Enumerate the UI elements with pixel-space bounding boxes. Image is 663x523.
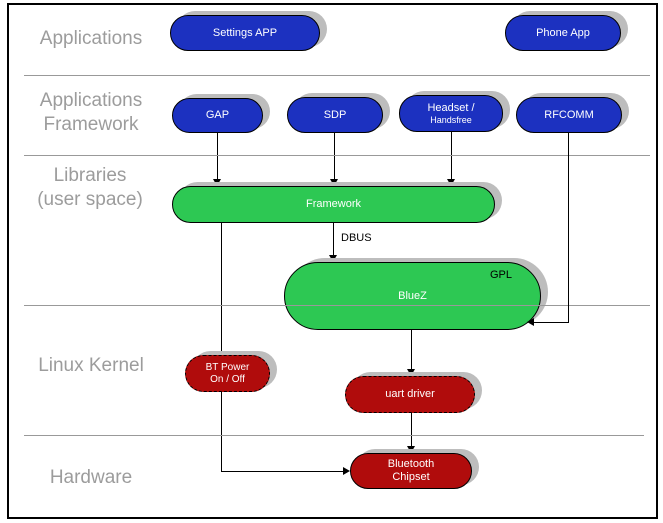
arrow-sdp-framework-head	[330, 179, 338, 186]
layer-label-text: Hardware	[49, 467, 133, 488]
node-label: Handsfree	[430, 114, 472, 125]
node-label: GAP	[205, 109, 230, 121]
node-label: Headset /	[427, 101, 475, 114]
node-rfcomm: RFCOMM	[516, 97, 622, 133]
node-uart-driver: uart driver	[345, 376, 475, 413]
arrow-rfcomm-bluez-head	[527, 318, 534, 326]
arrow-bluez-uart-line	[411, 330, 412, 369]
layer-label-text: (user space)	[37, 189, 143, 210]
layer-label-text: Framework	[43, 114, 139, 135]
diagram-border	[7, 3, 658, 519]
arrow-framework-chipset-head	[343, 467, 350, 475]
arrow-rfcomm-bluez-hline	[533, 322, 569, 323]
layer-label-applications-framework: Applications Framework	[15, 89, 167, 137]
node-label: Chipset	[392, 471, 430, 483]
layer-label-text: Applications	[39, 90, 143, 111]
arrow-framework-chipset-vline	[221, 223, 222, 471]
layer-label-applications: Applications	[15, 27, 167, 51]
layer-label-libraries-user-space: Libraries (user space)	[5, 164, 175, 212]
arrow-sdp-framework-line	[334, 133, 335, 179]
node-label: RFCOMM	[544, 108, 594, 121]
node-label: BT Power	[205, 361, 250, 373]
arrow-framework-chipset-hline	[221, 471, 343, 472]
node-bt-power: BT Power On / Off	[185, 355, 270, 392]
node-bluetooth-chipset: Bluetooth Chipset	[350, 453, 472, 489]
arrow-bluez-uart-head	[407, 369, 415, 376]
node-label: uart driver	[385, 388, 435, 400]
layer-label-hardware: Hardware	[15, 466, 167, 490]
arrow-framework-bluez-line	[333, 223, 334, 255]
arrow-framework-bluez-head	[329, 255, 337, 262]
layer-label-text: Linux Kernel	[38, 355, 144, 376]
node-phone-app: Phone App	[505, 15, 621, 51]
arrow-uart-chipset-line	[411, 413, 412, 446]
node-framework: Framework	[172, 186, 495, 223]
arrow-rfcomm-bluez-vline	[568, 133, 569, 322]
node-bluez: GPL BlueZ	[284, 262, 541, 330]
node-headset-handsfree: Headset / Handsfree	[399, 95, 503, 132]
layer-divider-kernel	[24, 435, 644, 436]
arrow-uart-chipset-head	[407, 446, 415, 453]
layer-divider-libraries	[24, 305, 650, 306]
arrow-gap-framework-head	[213, 179, 221, 186]
node-gap: GAP	[172, 98, 263, 133]
gpl-label: GPL	[489, 269, 512, 281]
node-sdp: SDP	[287, 97, 383, 133]
layer-label-linux-kernel: Linux Kernel	[15, 354, 167, 378]
layer-divider-framework	[24, 155, 650, 156]
arrow-headset-framework-head	[447, 179, 455, 186]
node-label: On / Off	[210, 373, 245, 385]
node-label: Settings APP	[212, 26, 278, 39]
layer-label-text: Libraries	[53, 165, 127, 186]
node-label: Bluetooth	[387, 458, 435, 470]
node-settings-app: Settings APP	[170, 15, 320, 51]
node-label: Framework	[305, 198, 361, 210]
layer-divider-applications	[24, 75, 650, 76]
dbus-label: DBUS	[341, 232, 372, 244]
node-label: Phone App	[536, 26, 590, 39]
layer-label-text: Applications	[39, 28, 143, 49]
arrow-gap-framework-line	[217, 133, 218, 179]
node-label: BlueZ	[398, 289, 427, 302]
node-label: SDP	[323, 108, 347, 121]
